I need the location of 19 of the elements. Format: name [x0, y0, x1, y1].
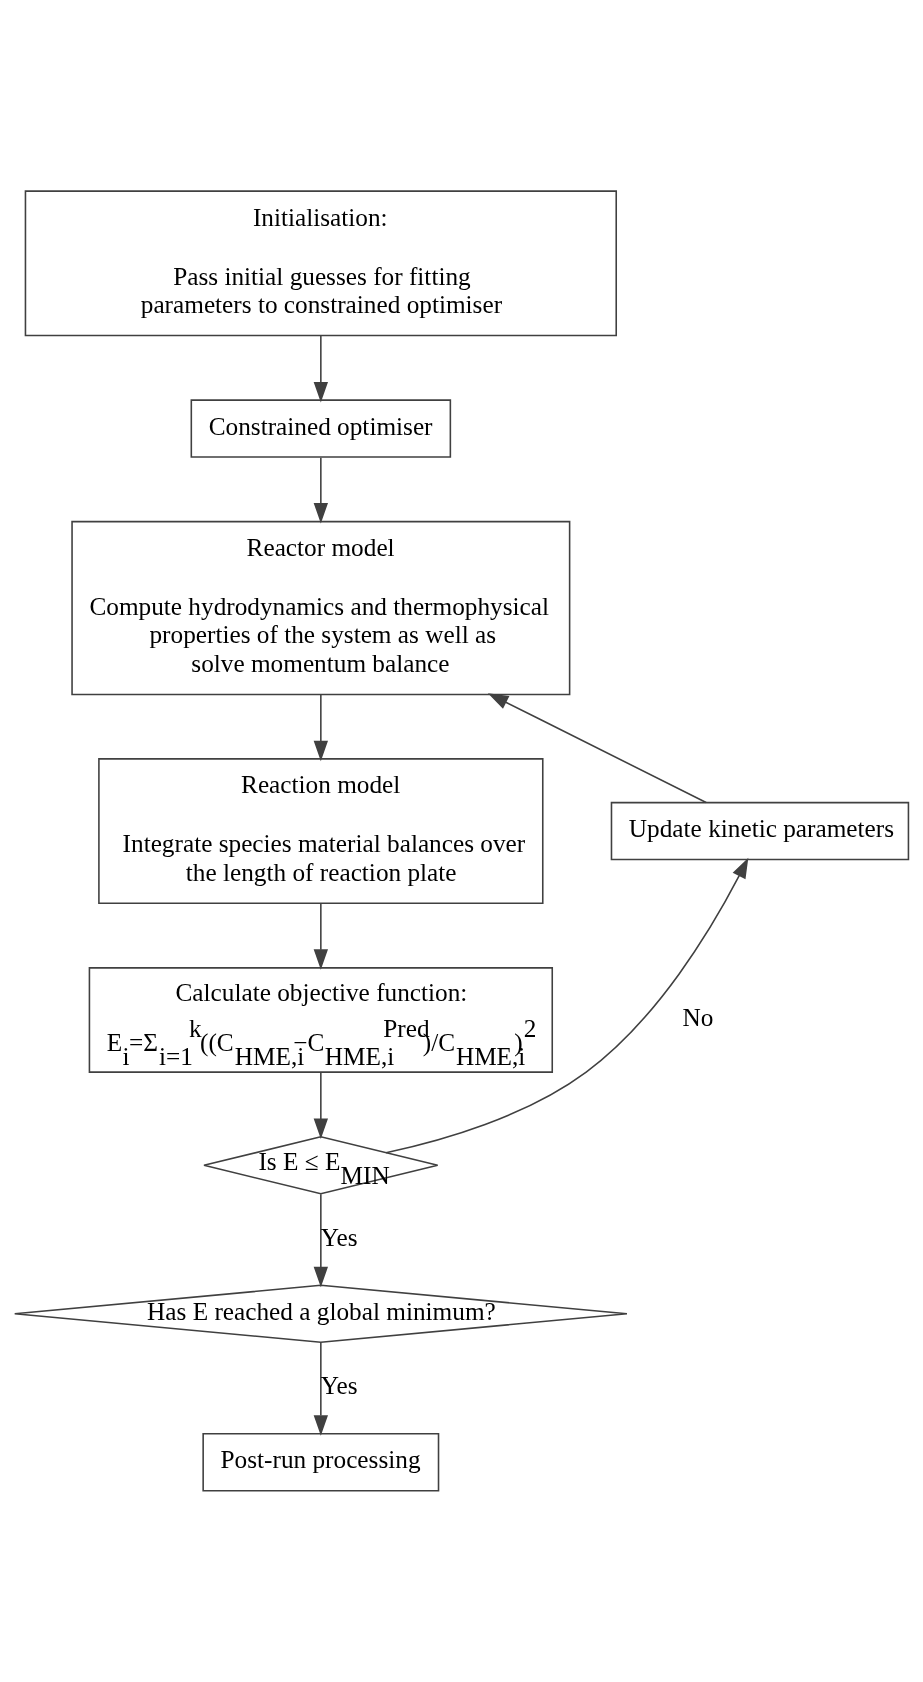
node-box: Post-run processing: [202, 1433, 440, 1492]
node-box: Reaction model Integrate species material balances over the length of reaction plate: [98, 758, 544, 905]
arrow: [313, 693, 329, 762]
edge-label: Yes: [320, 1222, 358, 1251]
edge-label: Yes: [320, 1371, 358, 1400]
arrow: [313, 1193, 329, 1288]
node-diamond: Has E reached a global minimum?: [13, 1284, 628, 1343]
node-box: Reactor model Compute hydrodynamics and thermophysical properties of the system as well as solve momentum balance: [71, 520, 571, 696]
node-box: Initialisation: Pass initial guesses for fitting parameters to constrained optimiser: [24, 190, 617, 337]
arrow: [385, 857, 749, 1154]
arrow: [313, 456, 329, 524]
arrow: [313, 1071, 329, 1140]
arrow: [487, 693, 707, 804]
arrow: [313, 902, 329, 970]
edge-label: No: [682, 1002, 714, 1031]
node-box: Update kinetic parameters: [610, 801, 910, 861]
node-box: Constrained optimiser: [190, 399, 452, 458]
arrow: [313, 334, 329, 403]
arrow: [313, 1341, 329, 1436]
